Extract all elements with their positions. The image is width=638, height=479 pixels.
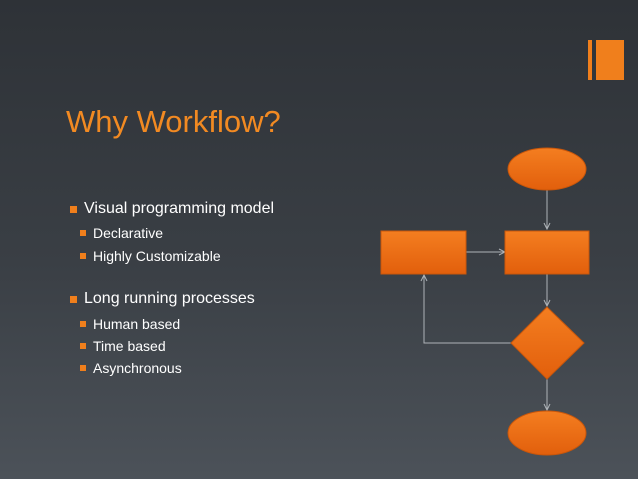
subbullet-label: Asynchronous [93,360,182,376]
start-ellipse [507,147,587,191]
subbullet-declarative: Declarative [80,225,163,241]
bullet-square-icon [80,343,86,349]
subbullet-label: Human based [93,316,181,332]
process-rectangle-left [380,230,467,275]
bullet-long-running: Long running processes [70,290,255,308]
process-rectangle-right [504,230,590,275]
slide-title: Why Workflow? [66,104,281,139]
accent-thick-bar [596,40,624,80]
subbullet-label: Highly Customizable [93,248,221,264]
bullet-visual-programming: Visual programming model [70,200,274,218]
subbullet-label: Declarative [93,225,164,241]
bullet-list: Visual programming model Declarative Hig… [70,200,274,376]
subbullet-time-based: Time based [80,338,166,354]
bullet-label: Visual programming model [84,200,275,217]
accent-thin-bar [588,40,592,80]
bullet-square-icon [80,253,86,259]
bullet-label: Long running processes [84,290,255,307]
end-ellipse [507,410,587,456]
bullet-square-icon [70,205,77,213]
accent-bars [588,40,624,80]
subbullet-label: Time based [93,338,166,354]
bullet-square-icon [80,365,86,371]
subbullet-asynchronous: Asynchronous [80,360,182,376]
subbullet-human-based: Human based [80,316,180,332]
subbullet-highly-customizable: Highly Customizable [80,248,221,264]
connector-decision-loop-back [424,275,511,344]
bullet-square-icon [80,230,86,236]
bullet-square-icon [70,295,77,303]
bullet-square-icon [80,321,86,327]
decision-diamond [510,306,585,380]
